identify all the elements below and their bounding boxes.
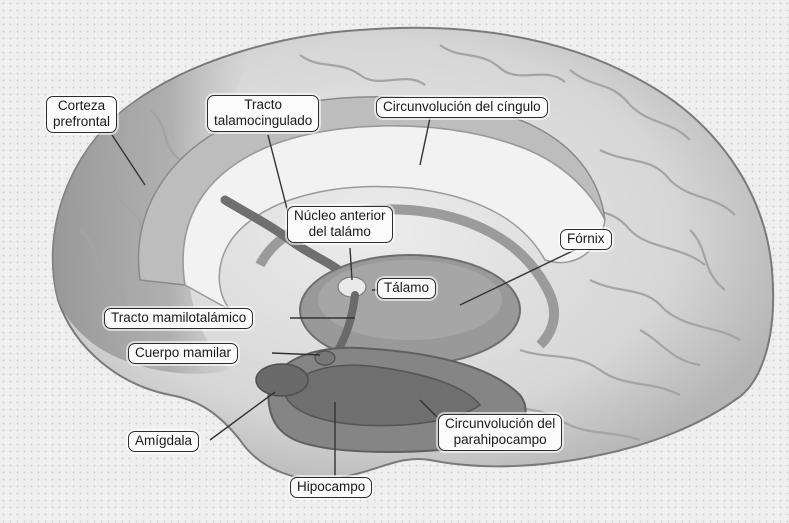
label-nucleo-anterior: Núcleo anterior del talámo (287, 206, 393, 243)
label-text: prefrontal (53, 114, 110, 130)
label-text: parahipocampo (445, 432, 555, 448)
label-text: talamocingulado (214, 113, 312, 129)
label-amigdala: Amígdala (128, 431, 199, 452)
label-text: Cuerpo mamilar (135, 345, 231, 361)
label-text: Hipocampo (297, 479, 365, 495)
label-text: Corteza (53, 98, 110, 114)
label-parahipocampo: Circunvolución del parahipocampo (438, 414, 562, 451)
label-fornix: Fórnix (560, 229, 612, 250)
label-tracto-mamilotalamico: Tracto mamilotalámico (104, 308, 253, 329)
label-cuerpo-mamilar: Cuerpo mamilar (128, 343, 238, 364)
amygdala-shape (256, 364, 308, 396)
label-text: Circunvolución del (445, 416, 555, 432)
label-text: Tálamo (384, 280, 429, 296)
label-text: Circunvolución del cíngulo (383, 99, 541, 115)
label-talamo: Tálamo (377, 278, 436, 299)
label-text: Amígdala (135, 433, 192, 449)
label-text: Fórnix (567, 231, 605, 247)
label-hipocampo: Hipocampo (290, 477, 372, 498)
label-text: Tracto (214, 97, 312, 113)
label-corteza-prefrontal: Corteza prefrontal (46, 96, 117, 133)
label-text: Núcleo anterior (294, 208, 386, 224)
label-text: del talámo (294, 224, 386, 240)
label-tracto-talamocingulado: Tracto talamocingulado (207, 95, 319, 132)
label-text: Tracto mamilotalámico (111, 310, 246, 326)
mammillary-body-shape (315, 351, 335, 365)
label-circunvolucion-cingulo: Circunvolución del cíngulo (376, 97, 548, 118)
